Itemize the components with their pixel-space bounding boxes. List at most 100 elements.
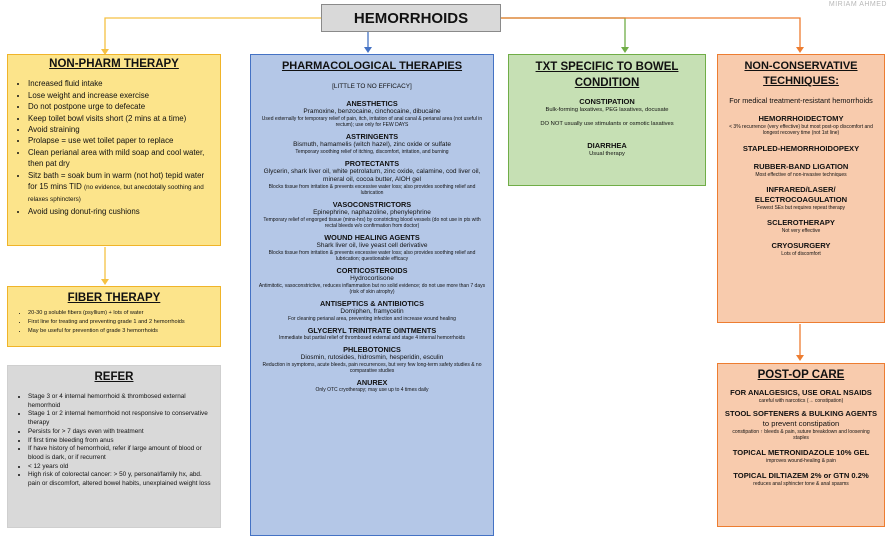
refer-heading: REFER (94, 371, 134, 383)
pharm-section-anurex: ANUREX Only OTC cryotherapy; may use up … (257, 378, 487, 393)
bowel-box: TXT SPECIFIC TO BOWEL CONDITION CONSTIPA… (508, 54, 706, 186)
nonconservative-intro: For medical treatment-resistant hemorrho… (729, 96, 873, 105)
section-title: PROTECTANTS (344, 159, 400, 168)
analgesics-title: FOR ANALGESICS, USE ORAL NSAIDS (730, 388, 872, 397)
pharm-subheading: [LITTLE TO NO EFFICACY] (332, 83, 412, 90)
fiber-list: 20-30 g soluble fibers (psyllium) + lots… (14, 309, 214, 336)
nonpharm-list: Increased fluid intake Lose weight and i… (14, 78, 214, 217)
technique-title: SCLEROTHERAPY (767, 218, 835, 227)
section-note: Only OTC cryotherapy; may use up to 4 ti… (315, 387, 429, 393)
refer-item: Persists for > 7 days even with treatmen… (28, 428, 214, 437)
fiber-box: FIBER THERAPY 20-30 g soluble fibers (ps… (7, 286, 221, 347)
arrow-to-nonpharm (104, 17, 321, 50)
nonpharm-item-sitz: Sitz bath = soak bum in warm (not hot) t… (28, 170, 214, 206)
pharm-section-protectants: PROTECTANTS Glycerin, shark liver oil, w… (257, 159, 487, 196)
technique-note: Not very effective (781, 228, 821, 234)
technique-title: CRYOSURGERY (771, 241, 831, 250)
refer-item: Stage 1 or 2 internal hemorrhoid not res… (28, 410, 214, 427)
arrow-to-nonconservative (501, 17, 801, 48)
technique-title: STAPLED-HEMORRHOIDOPEXY (742, 144, 860, 153)
technique-note: Most effective of non-invasive technique… (755, 172, 847, 178)
postop-heading: POST-OP CARE (757, 369, 845, 381)
nonpharm-item: Do not postpone urge to defecate (28, 101, 214, 112)
section-note: Temporary relief of engorged tissue (min… (263, 217, 481, 229)
nonpharm-item: Avoid using donut-ring cushions (28, 206, 214, 217)
pharm-section-wound-healing: WOUND HEALING AGENTS Shark liver oil, li… (257, 233, 487, 262)
section-title: VASOCONSTRICTORS (332, 200, 412, 209)
pharm-section-anesthetics: ANESTHETICS Pramoxine, benzocaine, cinch… (257, 99, 487, 128)
metro-note: improves wound-healing & pain (766, 458, 836, 464)
stool-title-rest: to prevent constipation (762, 419, 840, 428)
fiber-item: First line for treating and preventing g… (28, 318, 214, 327)
section-note: For cleaning perianal area, preventing i… (288, 316, 456, 322)
fiber-item: May be useful for prevention of grade 3 … (28, 327, 214, 336)
section-drugs: Hydrocortisone (350, 275, 394, 282)
constipation-title: CONSTIPATION (579, 97, 635, 106)
arrow-to-bowel (501, 17, 626, 48)
section-note: Blocks tissue from irritation & prevents… (268, 250, 476, 262)
nonpharm-item: Avoid straining (28, 124, 214, 135)
nonconservative-box: NON-CONSERVATIVE TECHNIQUES: For medical… (717, 54, 885, 323)
refer-item: High risk of colorectal cancer: > 50 y, … (28, 471, 214, 488)
technique-note: < 3% recurrence (very effective) but mos… (729, 124, 873, 136)
refer-box: REFER Stage 3 or 4 internal hemorrhoid &… (7, 365, 221, 528)
stool-note: constipation ↑ bleeds & pain, suture bre… (732, 429, 870, 441)
pharm-section-antiseptics: ANTISEPTICS & ANTIBIOTICS Domiphen, fram… (257, 299, 487, 322)
pharm-section-astringents: ASTRINGENTS Bismuth, hamamelis (witch ha… (257, 132, 487, 155)
refer-item: < 12 years old (28, 463, 214, 472)
section-note: Immediate but partial relief of thrombos… (279, 335, 465, 341)
section-note: Used externally for temporary relief of … (261, 116, 483, 128)
section-drugs: Domiphen, framycetin (340, 308, 404, 315)
pharm-section-gtn: GLYCERYL TRINITRATE OINTMENTS Immediate … (257, 326, 487, 341)
sitz-note: (no evidence, but anecdotally soothing a… (28, 184, 204, 204)
pharm-box: PHARMACOLOGICAL THERAPIES [LITTLE TO NO … (250, 54, 494, 536)
section-drugs: Pramoxine, benzocaine, cinchocaine, dibu… (303, 108, 441, 115)
constipation-text: Bulk-forming laxatives, PEG laxatives, d… (545, 107, 669, 113)
section-title: ANUREX (356, 378, 388, 387)
refer-item: Stage 3 or 4 internal hemorrhoid & throm… (28, 393, 214, 410)
pharm-section-vasoconstrictors: VASOCONSTRICTORS Epinephrine, naphazolin… (257, 200, 487, 229)
postop-box: POST-OP CARE FOR ANALGESICS, USE ORAL NS… (717, 363, 885, 527)
constipation-note: DO NOT usually use stimulants or osmotic… (540, 121, 674, 127)
nonpharm-item: Keep toilet bowl visits short (2 mins at… (28, 113, 214, 124)
pharm-heading: PHARMACOLOGICAL THERAPIES (281, 60, 463, 72)
section-title: ASTRINGENTS (345, 132, 399, 141)
nonconservative-heading: NON-CONSERVATIVE TECHNIQUES: (744, 60, 858, 87)
section-note: Blocks tissue from irritation & prevents… (268, 184, 476, 196)
technique-title: INFRARED/LASER/ ELECTROCOAGULATION (754, 185, 848, 204)
section-title: WOUND HEALING AGENTS (324, 233, 420, 242)
nonpharm-heading: NON-PHARM THERAPY (49, 58, 179, 70)
main-title: HEMORRHOIDS (321, 4, 501, 32)
technique-title: HEMORRHOIDECTOMY (758, 114, 844, 123)
technique-note: Fewest SEs but requires repeat therapy (756, 205, 846, 211)
section-note: Temporary soothing relief of itching, di… (295, 149, 449, 155)
nonpharm-item: Lose weight and increase exercise (28, 90, 214, 101)
sitz-text: Sitz bath = soak bum in warm (not hot) t… (28, 170, 205, 192)
pharm-section-phlebotonics: PHLEBOTONICS Diosmin, rutosides, hidrosm… (257, 345, 487, 374)
section-note: Reduction in symptoms, acute bleeds, pai… (262, 362, 482, 374)
section-drugs: Diosmin, rutosides, hidrosmin, hesperidi… (300, 354, 444, 361)
section-title: ANESTHETICS (346, 99, 398, 108)
section-drugs: Shark liver oil, live yeast cell derivat… (316, 242, 428, 249)
section-drugs: Glycerin, shark liver oil, white petrola… (263, 168, 481, 183)
diarrhea-title: DIARRHEA (587, 141, 627, 150)
diltiazem-title: TOPICAL DILTIAZEM 2% or GTN 0.2% (733, 471, 869, 480)
section-drugs: Epinephrine, naphazoline, phenylephrine (313, 209, 431, 216)
section-note: Antimitotic, vasoconstrictive, reduces i… (258, 283, 486, 295)
stool-line: STOOL SOFTENERS & BULKING AGENTS to prev… (724, 409, 878, 429)
section-title: CORTICOSTEROIDS (336, 266, 408, 275)
stool-title: STOOL SOFTENERS & BULKING AGENTS (724, 409, 878, 418)
section-title: GLYCERYL TRINITRATE OINTMENTS (307, 326, 437, 335)
fiber-heading: FIBER THERAPY (67, 292, 161, 304)
section-title: PHLEBOTONICS (343, 345, 401, 354)
refer-list: Stage 3 or 4 internal hemorrhoid & throm… (14, 393, 214, 489)
nonpharm-item: Increased fluid intake (28, 78, 214, 89)
metro-title: TOPICAL METRONIDAZOLE 10% GEL (732, 448, 870, 457)
bowel-heading: TXT SPECIFIC TO BOWEL CONDITION (535, 61, 679, 89)
diarrhea-text: Usual therapy (589, 151, 625, 157)
refer-item: If first time bleeding from anus (28, 437, 214, 446)
technique-note: Lots of discomfort (781, 251, 821, 257)
pharm-section-corticosteroids: CORTICOSTEROIDS Hydrocortisone Antimitot… (257, 266, 487, 295)
fiber-item: 20-30 g soluble fibers (psyllium) + lots… (28, 309, 214, 318)
